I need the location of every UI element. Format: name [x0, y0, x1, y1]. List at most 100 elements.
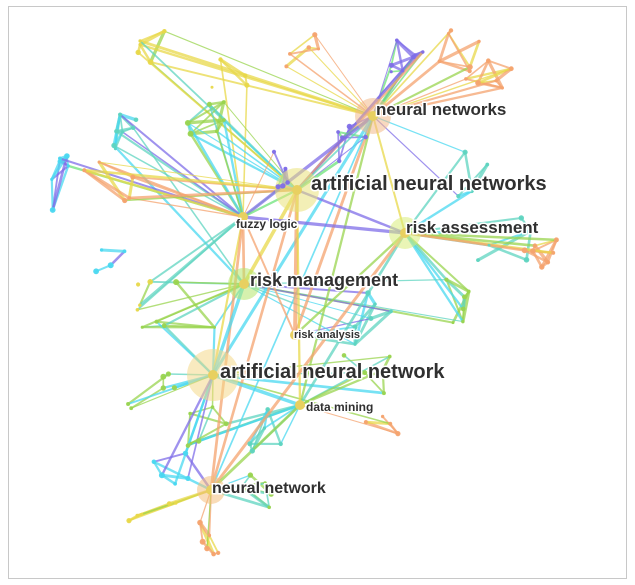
network-node	[306, 45, 312, 50]
network-node	[395, 38, 399, 43]
network-node	[204, 545, 210, 552]
network-edge	[128, 197, 244, 218]
network-edge	[487, 243, 528, 262]
network-node	[247, 472, 254, 478]
network-node	[165, 371, 171, 377]
network-edge	[136, 283, 245, 311]
hub-node[interactable]	[208, 370, 218, 380]
label-neural-network[interactable]: neural network	[211, 479, 328, 499]
network-edge	[209, 403, 302, 492]
network-node	[171, 385, 177, 391]
label-risk-management[interactable]: risk management	[249, 269, 400, 292]
network-node	[388, 62, 394, 68]
network-nodes	[49, 28, 559, 557]
network-node	[444, 277, 449, 282]
hub-node[interactable]	[239, 279, 249, 289]
hub-node[interactable]	[290, 330, 300, 340]
network-node	[336, 130, 340, 134]
network-node	[127, 196, 132, 200]
network-node	[158, 472, 165, 479]
network-edge	[298, 231, 407, 407]
network-edge	[242, 282, 370, 295]
network-edge	[51, 154, 69, 212]
network-edge	[389, 55, 415, 67]
network-node	[275, 184, 281, 190]
network-node	[57, 159, 62, 164]
network-edge	[293, 231, 407, 337]
network-node	[135, 513, 140, 518]
network-edge	[136, 216, 244, 311]
network-node	[271, 149, 277, 154]
network-node	[58, 156, 62, 161]
network-edge	[149, 216, 244, 283]
network-node	[280, 183, 286, 189]
network-node	[278, 441, 283, 447]
label-fuzzy-logic[interactable]: fuzzy logic	[235, 216, 300, 233]
network-node	[381, 391, 386, 396]
network-edge	[149, 61, 374, 117]
network-node	[213, 325, 216, 329]
hub-node[interactable]	[292, 185, 302, 195]
network-edge	[242, 151, 275, 218]
hub-node[interactable]	[238, 212, 248, 222]
network-edge	[266, 408, 282, 446]
network-node	[388, 421, 393, 426]
network-node	[111, 142, 117, 149]
network-edge	[211, 114, 375, 377]
network-edge	[211, 373, 386, 395]
network-edge	[241, 114, 375, 219]
label-artificial-neural-network[interactable]: artificial neural network	[219, 360, 447, 385]
label-neural-networks[interactable]: neural networks	[375, 99, 508, 121]
network-node	[138, 39, 142, 43]
hub-node[interactable]	[206, 485, 216, 495]
network-node	[187, 130, 194, 137]
network-node	[120, 130, 125, 134]
network-edge	[470, 162, 489, 193]
network-node	[184, 120, 191, 126]
network-node	[389, 309, 393, 314]
network-node	[487, 243, 491, 247]
network-edge	[119, 113, 245, 219]
network-node	[411, 54, 416, 60]
network-node	[218, 57, 223, 62]
network-edge	[444, 278, 471, 293]
network-node	[82, 168, 87, 173]
network-node	[341, 353, 347, 358]
network-node	[135, 308, 140, 312]
network-edge	[127, 188, 299, 200]
network-edge	[264, 482, 271, 509]
network-node	[265, 407, 271, 412]
label-artificial-neural-networks[interactable]: artificial neural networks	[310, 172, 549, 197]
network-node	[368, 316, 374, 321]
network-node	[373, 302, 377, 306]
hub-node[interactable]	[368, 111, 378, 121]
network-node	[199, 538, 206, 545]
network-edge	[186, 101, 225, 124]
label-risk-analysis[interactable]: risk analysis	[293, 328, 362, 343]
hub-node[interactable]	[400, 228, 410, 238]
network-edge	[461, 289, 471, 324]
label-risk-assessment[interactable]: risk assessment	[405, 217, 541, 239]
network-edge	[222, 118, 245, 219]
network-edge	[403, 151, 467, 235]
network-edge	[403, 231, 465, 323]
label-data-mining[interactable]: data mining	[305, 399, 375, 416]
network-node	[494, 79, 498, 83]
network-edge	[371, 86, 504, 118]
network-node	[476, 258, 480, 262]
hub-node[interactable]	[295, 400, 305, 410]
network-node	[207, 533, 212, 538]
network-edge	[82, 168, 131, 200]
network-node	[135, 49, 141, 56]
network-node	[521, 247, 528, 254]
network-edge	[372, 67, 513, 117]
network-edge	[98, 161, 298, 191]
network-edge	[138, 43, 152, 64]
network-node	[467, 289, 471, 294]
network-node	[462, 149, 468, 155]
network-node	[437, 59, 442, 64]
network-node	[138, 43, 142, 47]
network-edge	[209, 231, 407, 492]
network-node	[221, 100, 226, 105]
